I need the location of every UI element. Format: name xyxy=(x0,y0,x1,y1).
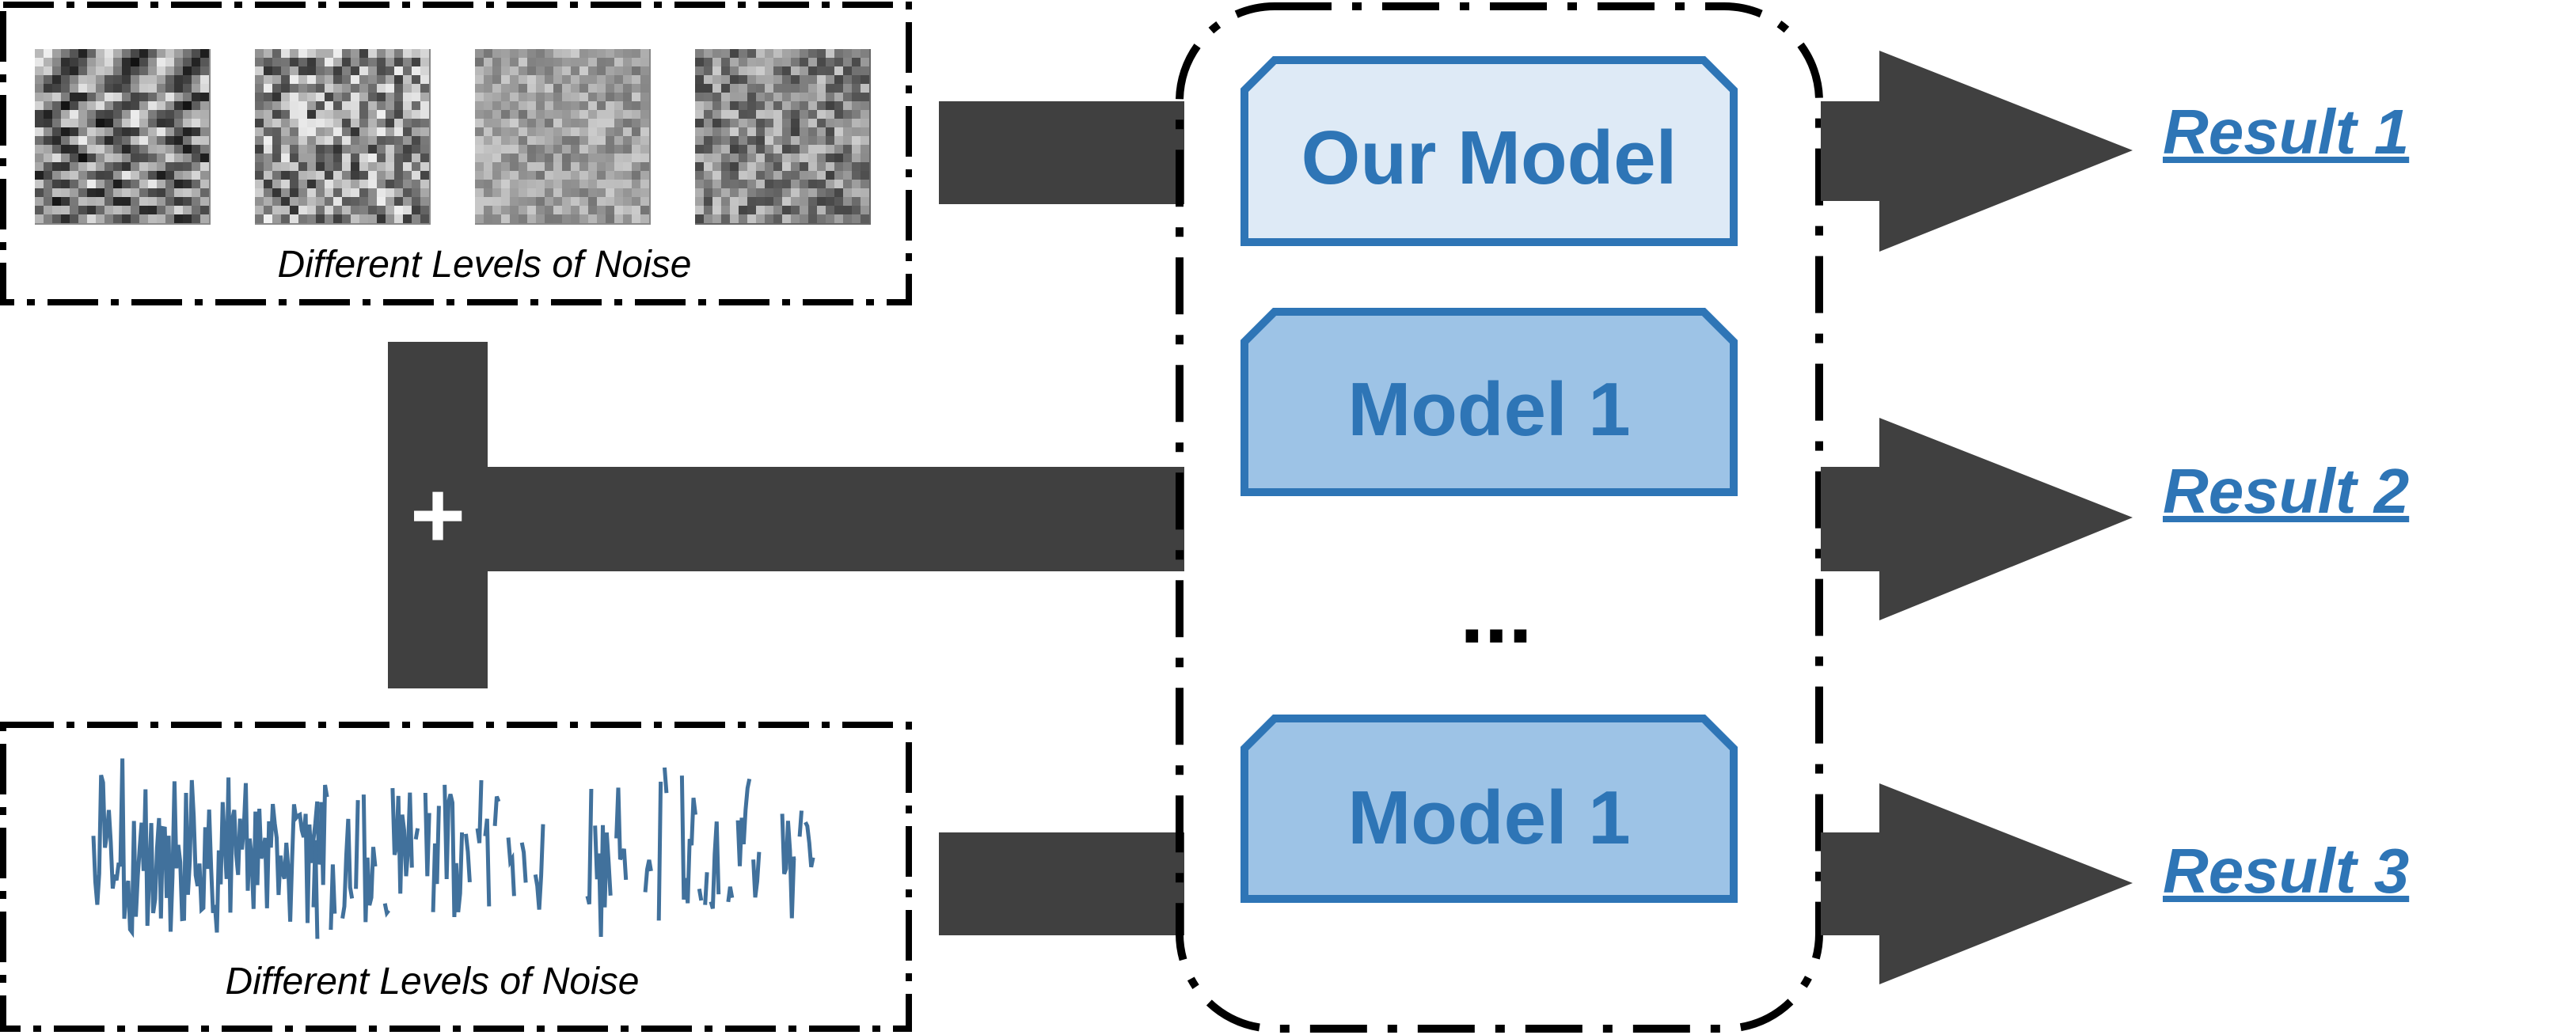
model-box-3-label: Model 1 xyxy=(1347,775,1630,860)
signal-plot-1 xyxy=(91,758,325,938)
combine-horizontal-bar xyxy=(488,467,1184,571)
output-arrows xyxy=(1821,51,2133,984)
model-box-3-shape xyxy=(1241,715,1738,903)
model-box-1: Our Model xyxy=(1241,56,1738,246)
result-3-label[interactable]: Result 3 xyxy=(2163,836,2409,906)
bottom-input-panel: Different Levels of Noise xyxy=(0,722,912,1032)
model-box-1-shape xyxy=(1241,56,1738,246)
plus-icon: + xyxy=(410,462,465,568)
model-box-3: Model 1 xyxy=(1241,715,1738,903)
noise-image-2 xyxy=(255,49,431,225)
top-panel-caption: Different Levels of Noise xyxy=(278,244,692,286)
model-box-2-shape xyxy=(1241,308,1738,496)
top-panel-border xyxy=(0,2,912,305)
signal-plot-3 xyxy=(585,767,815,937)
combine-vertical-bar xyxy=(388,342,488,688)
bottom-connector-bar xyxy=(939,832,1184,935)
bottom-panel-border xyxy=(0,722,912,1032)
models-group-border xyxy=(1176,2,1823,1033)
top-input-panel: Different Levels of Noise xyxy=(0,2,912,305)
model-box-2: Model 1 xyxy=(1241,308,1738,496)
input-connectors xyxy=(388,101,1184,935)
noise-image-group xyxy=(35,49,871,225)
ellipsis: ... xyxy=(1460,564,1533,662)
output-arrow-1 xyxy=(1821,51,2133,252)
bottom-panel-caption: Different Levels of Noise xyxy=(226,961,640,1003)
output-arrow-2 xyxy=(1821,418,2133,620)
top-connector-bar xyxy=(939,101,1184,204)
signal-plot-2 xyxy=(311,779,545,939)
output-arrow-3 xyxy=(1821,783,2133,984)
model-box-2-label: Model 1 xyxy=(1347,367,1630,452)
noise-image-1 xyxy=(35,49,211,225)
model-box-1-label: Our Model xyxy=(1301,116,1677,200)
noise-image-4 xyxy=(695,49,871,225)
result-1-label[interactable]: Result 1 xyxy=(2163,97,2409,167)
noise-image-3 xyxy=(475,49,651,225)
result-2-label[interactable]: Result 2 xyxy=(2163,456,2409,526)
